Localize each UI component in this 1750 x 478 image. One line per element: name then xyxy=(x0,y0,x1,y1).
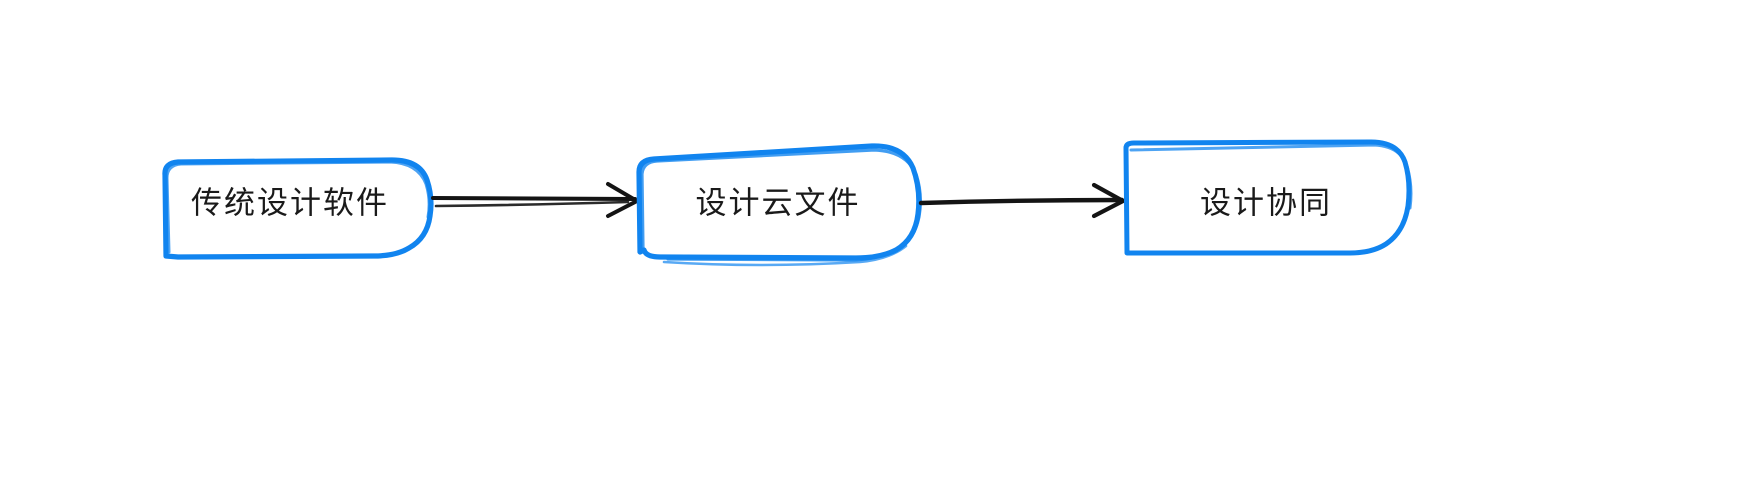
node-design-cloud-file[interactable] xyxy=(636,143,923,267)
node-2-shape-bottom-sketch xyxy=(662,244,908,267)
node-1-shape xyxy=(162,157,434,260)
node-3-label: 设计协同 xyxy=(1200,185,1332,222)
edge-2-line xyxy=(918,197,1125,206)
edge-2-arrowhead-icon xyxy=(1091,182,1126,219)
node-3-shape-overstroke xyxy=(1129,143,1413,210)
edge-1-line xyxy=(431,196,637,201)
edge-cloud-to-collaboration[interactable] xyxy=(918,182,1126,219)
node-1-shape-overstroke xyxy=(165,160,431,254)
edge-traditional-to-cloud[interactable] xyxy=(431,182,639,218)
node-design-collaboration[interactable] xyxy=(1123,139,1413,256)
node-2-shape-overstroke xyxy=(640,148,923,262)
edge-1-line-sketch xyxy=(434,200,630,208)
node-3-shape xyxy=(1123,139,1412,256)
node-1-label: 传统设计软件 xyxy=(191,185,389,222)
node-traditional-design-software[interactable] xyxy=(162,157,434,260)
node-2-label: 设计云文件 xyxy=(695,185,861,222)
